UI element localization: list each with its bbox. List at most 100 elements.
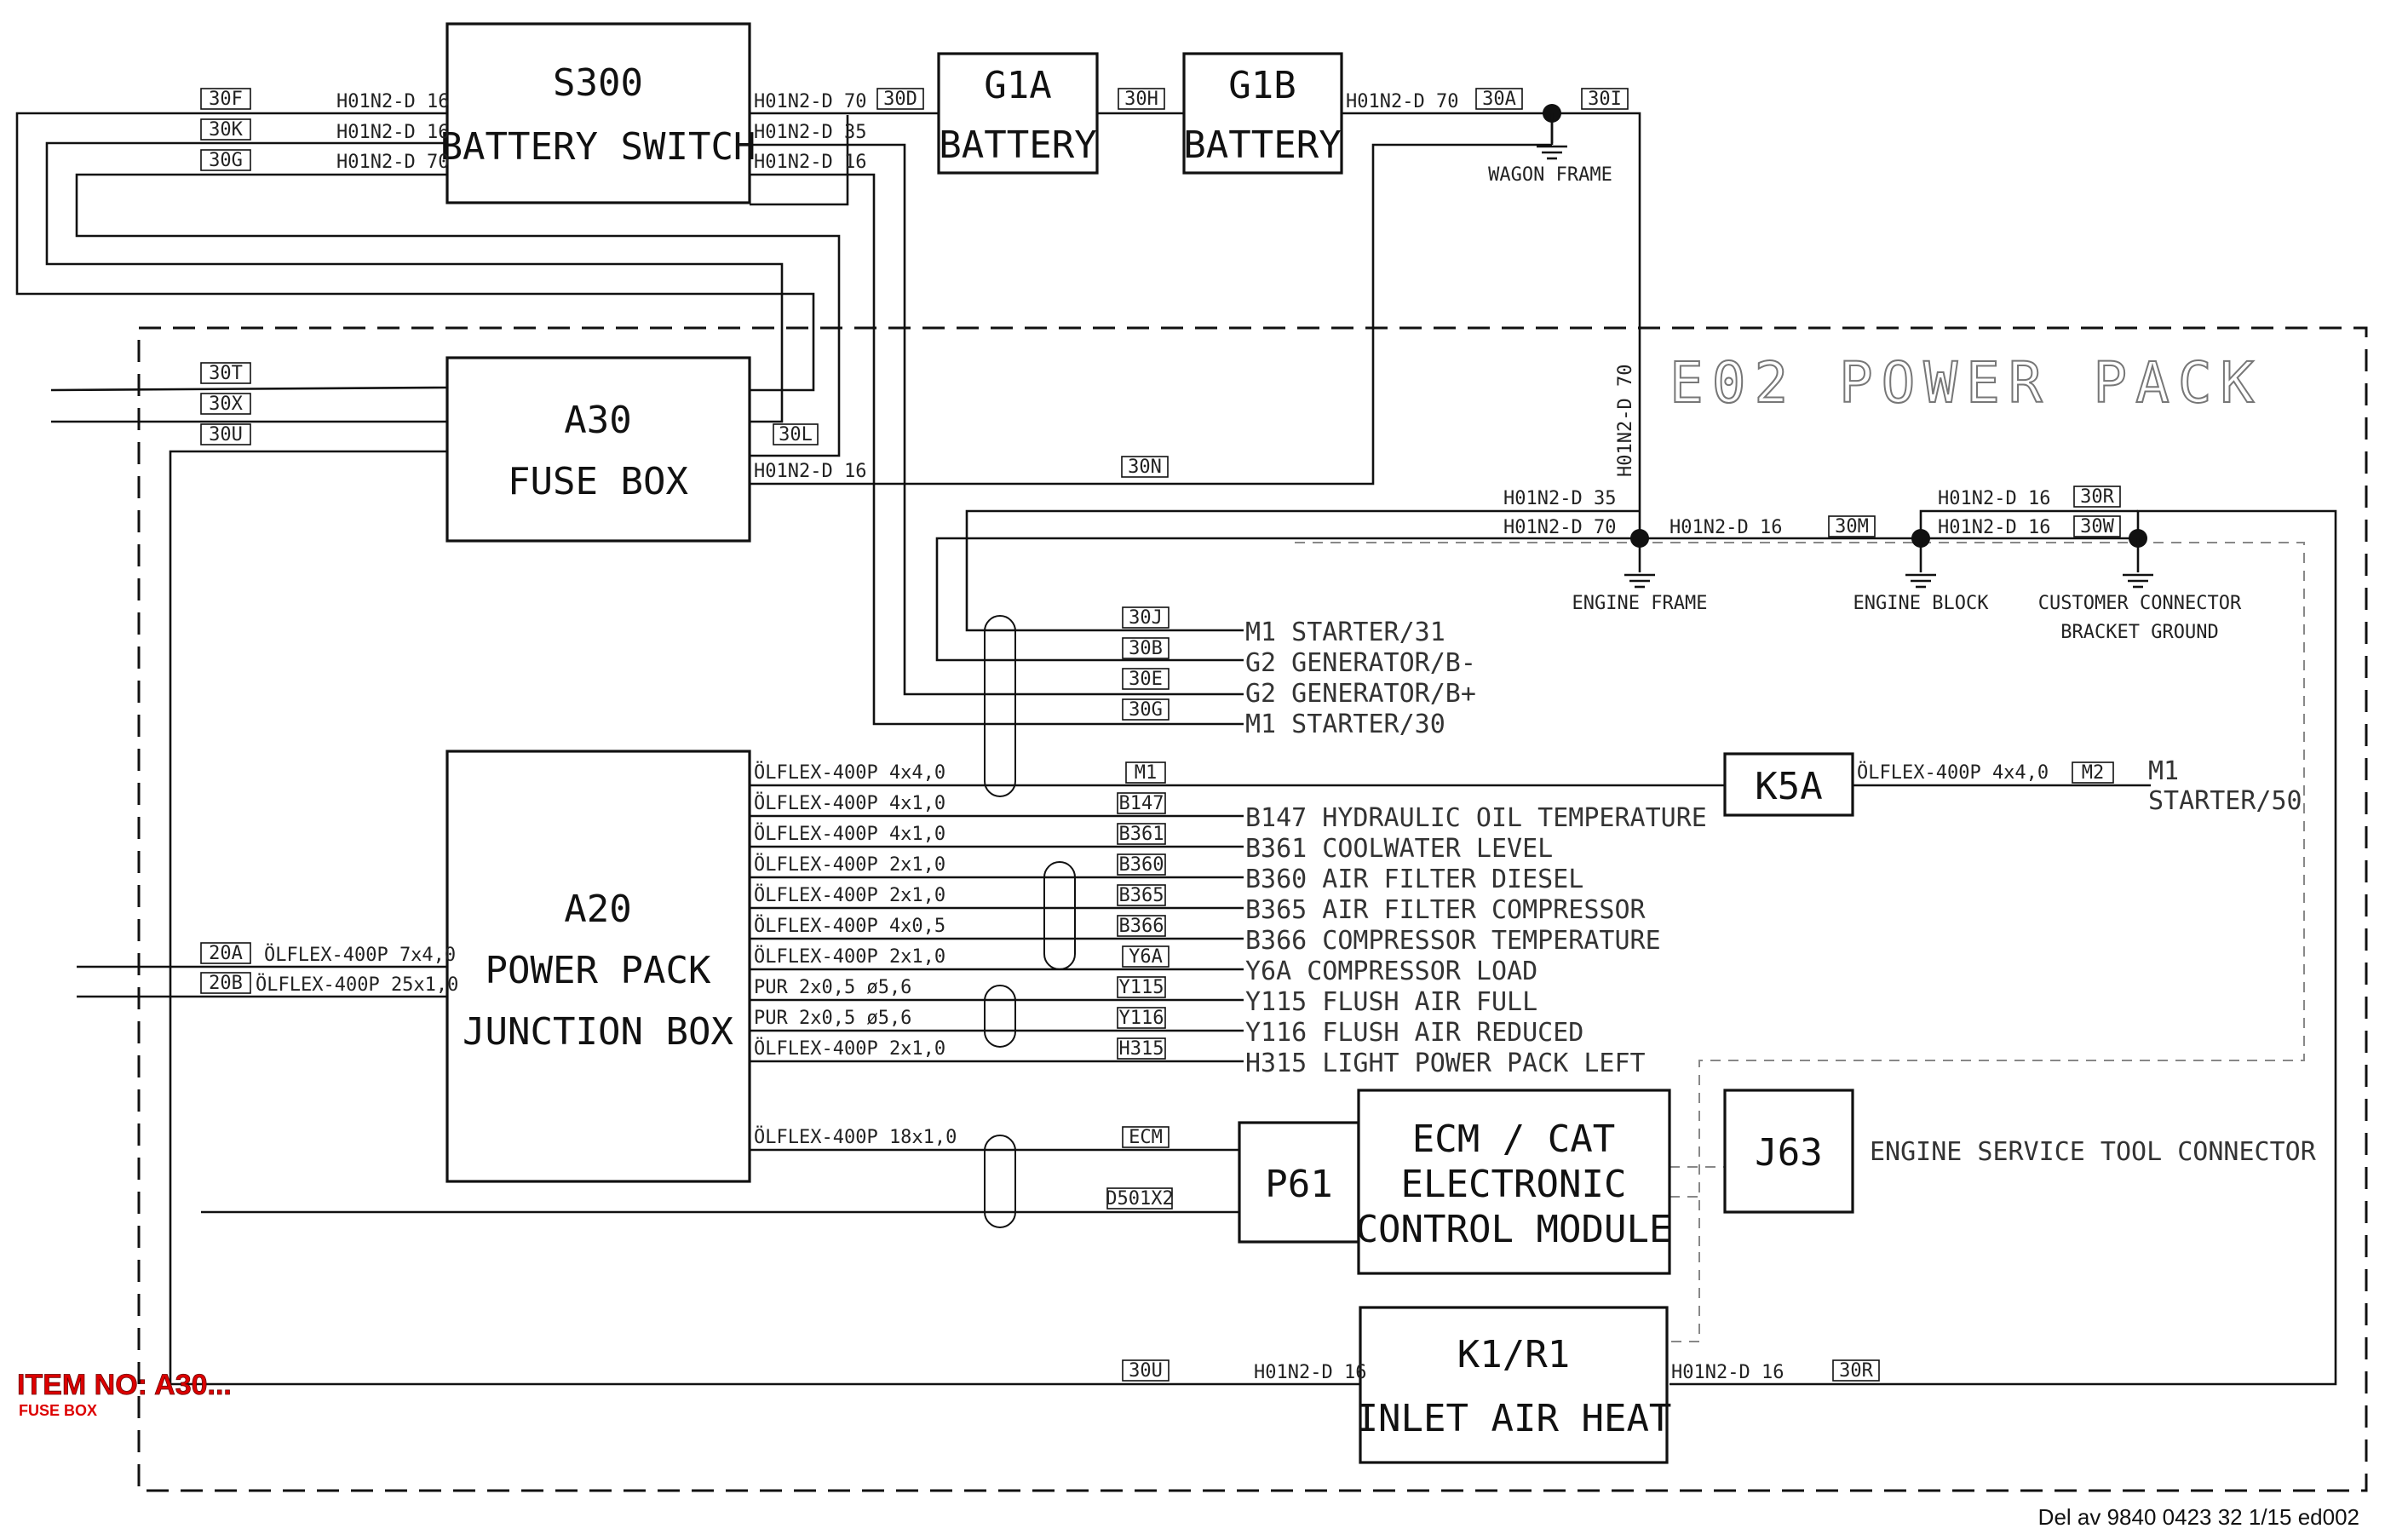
cable-label: H01N2-D 35 <box>754 122 866 143</box>
wire-tag: B147 <box>1117 792 1166 814</box>
wire-tag: 30U <box>200 423 251 445</box>
wire-tag: 30M <box>1828 515 1876 537</box>
ecm-desc-1: ELECTRONIC <box>1401 1163 1627 1206</box>
cable-label: H01N2-D 70 <box>1346 91 1458 112</box>
wire-tag: Y115 <box>1117 976 1166 998</box>
wire-tag: 30R <box>1832 1359 1880 1382</box>
engine-block-label: ENGINE BLOCK <box>1853 593 1990 614</box>
signal-label: B366 COMPRESSOR TEMPERATURE <box>1245 926 1661 956</box>
wire-tag-label: 30K <box>209 119 243 141</box>
wire-tag: Y116 <box>1117 1007 1166 1029</box>
wire-tag-label: 30X <box>209 394 243 415</box>
power-pack-enclosure <box>137 326 2368 1492</box>
wire-tag: H315 <box>1117 1037 1166 1060</box>
signal-labels: M1 STARTER/31 G2 GENERATOR/B- G2 GENERAT… <box>1245 618 2302 1078</box>
wire-tag-label: 30R <box>1839 1360 1873 1382</box>
k1r1-label: K1/R1 <box>1457 1333 1570 1376</box>
wire-tag-label: 30L <box>779 424 813 445</box>
cable-label: ÖLFLEX-400P 4x0,5 <box>754 915 945 937</box>
wire-tag: 30W <box>2073 515 2121 537</box>
s300-label: S300 <box>553 61 643 105</box>
wire-tag-label: 30B <box>1129 638 1163 659</box>
wire-tag: 30J <box>1122 606 1170 629</box>
cable-label: ÖLFLEX-400P 4x1,0 <box>754 792 945 814</box>
wire-tag-label: 30J <box>1129 607 1163 629</box>
g1a-desc: BATTERY <box>939 124 1096 167</box>
item-sub-label: FUSE BOX <box>19 1402 97 1419</box>
k5a-relay: K5A <box>1723 752 1854 817</box>
wire-tag: 30D <box>876 88 924 110</box>
wire-tag: 30T <box>200 362 251 384</box>
wire-tag-label: 30G <box>1129 699 1163 721</box>
cable-label: H01N2-D 16 <box>754 461 866 482</box>
wire-tag-label: 30F <box>209 89 243 110</box>
cable-label: ÖLFLEX-400P 2x1,0 <box>754 1037 945 1060</box>
g1b-label: G1B <box>1228 64 1296 107</box>
g1b-battery: G1B BATTERY <box>1182 52 1343 175</box>
wire-tag: 30A <box>1475 88 1523 110</box>
wire-tag: B360 <box>1117 853 1166 876</box>
a20-desc-2: JUNCTION BOX <box>463 1010 733 1054</box>
a30-label: A30 <box>564 399 631 442</box>
cable-label: H01N2-D 16 <box>336 122 449 143</box>
cable-label: ÖLFLEX-400P 2x1,0 <box>754 853 945 876</box>
cable-label: H01N2-D 70 <box>754 91 866 112</box>
wire-tag-label: 30A <box>1482 89 1516 110</box>
wire-tag: 20A <box>200 942 251 964</box>
k1r1-inlet-air-heat: K1/R1 INLET AIR HEAT <box>1356 1306 1672 1464</box>
wire-tag: 30X <box>200 393 251 415</box>
wire-tag: 30B <box>1122 637 1170 659</box>
j63-label: J63 <box>1755 1131 1822 1175</box>
cable-label: ÖLFLEX-400P 4x1,0 <box>754 823 945 845</box>
ecm-module: ECM / CAT ELECTRONIC CONTROL MODULE <box>1356 1089 1672 1275</box>
wire-tag-label: H315 <box>1119 1038 1164 1060</box>
ecm-label: ECM / CAT <box>1412 1118 1615 1161</box>
cable-label: ÖLFLEX-400P 2x1,0 <box>754 945 945 968</box>
cable-label: H01N2-D 70 <box>336 152 449 173</box>
k1r1-desc: INLET AIR HEAT <box>1356 1397 1672 1440</box>
k5a-label: K5A <box>1755 765 1822 808</box>
wagon-frame-label: WAGON FRAME <box>1488 164 1612 186</box>
wire-tag: 30I <box>1581 88 1629 110</box>
m1-label: M1 <box>2148 756 2179 786</box>
signal-label: B360 AIR FILTER DIESEL <box>1245 865 1583 894</box>
a30-desc: FUSE BOX <box>508 460 688 503</box>
wire-tag: M1 <box>1125 761 1166 784</box>
ecm-desc-2: CONTROL MODULE <box>1356 1208 1672 1251</box>
j63-connector: J63 <box>1723 1089 1854 1214</box>
wire-tag-label: ECM <box>1129 1127 1163 1148</box>
g1a-battery: G1A BATTERY <box>937 52 1099 175</box>
signal-label: G2 GENERATOR/B+ <box>1245 679 1476 709</box>
wire-tag-label: M1 <box>1135 762 1158 784</box>
wire-tag: 30N <box>1121 456 1169 478</box>
wire-tag: 30E <box>1122 668 1170 690</box>
bundle-markers <box>984 615 1076 1228</box>
wire-tag: 30R <box>2073 486 2121 508</box>
wire-tag-label: 30W <box>2080 516 2114 537</box>
a20-junction-box: A20 POWER PACK JUNCTION BOX <box>445 750 751 1183</box>
g1a-label: G1A <box>984 64 1051 107</box>
customer-ground-label-1: CUSTOMER CONNECTOR <box>2038 593 2242 614</box>
cable-label: ÖLFLEX-400P 2x1,0 <box>754 884 945 906</box>
wire-tag: D501X2 <box>1106 1187 1174 1210</box>
signal-label: B365 AIR FILTER COMPRESSOR <box>1245 895 1647 925</box>
s300-desc: BATTERY SWITCH <box>440 125 756 169</box>
wire-tag: B365 <box>1117 884 1166 906</box>
a20-desc-1: POWER PACK <box>486 949 711 992</box>
cable-label: PUR 2x0,5 ø5,6 <box>754 1008 911 1029</box>
wire-tag: 30U <box>1122 1359 1170 1382</box>
signal-label: B147 HYDRAULIC OIL TEMPERATURE <box>1245 803 1707 833</box>
a20-label: A20 <box>564 888 631 931</box>
cable-label: ÖLFLEX-400P 4x4,0 <box>1857 761 2049 784</box>
cable-label: H01N2-D 16 <box>1670 517 1782 538</box>
wire-tag-label: Y6A <box>1129 946 1163 968</box>
g1b-desc: BATTERY <box>1183 124 1341 167</box>
cable-label: ÖLFLEX-400P 7x4,0 <box>264 944 456 966</box>
wire-tag-label: 30N <box>1128 457 1162 478</box>
wire-tag: 30G <box>200 149 251 171</box>
junction-box-signal-wires <box>750 784 2151 1152</box>
cable-label: H01N2-D 16 <box>1938 517 2050 538</box>
wire-tag: ECM <box>1122 1126 1170 1148</box>
